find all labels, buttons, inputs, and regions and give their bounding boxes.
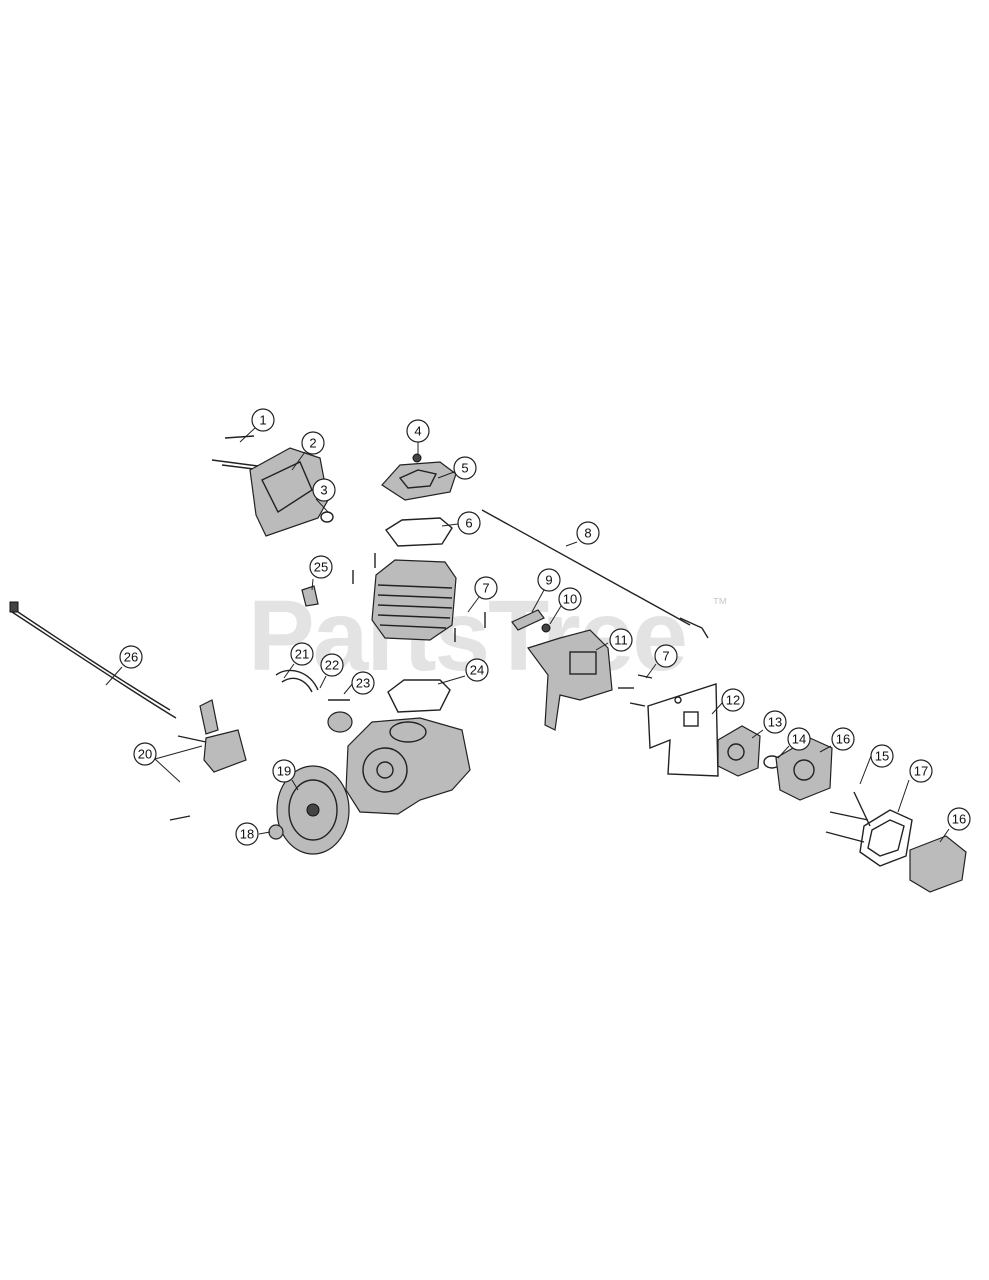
trademark-symbol: ™ <box>712 596 728 613</box>
svg-text:7: 7 <box>662 649 669 664</box>
callout-25: 25 <box>309 555 333 579</box>
callout-20: 20 <box>133 742 157 766</box>
callout-16b: 16 <box>947 807 971 831</box>
svg-text:21: 21 <box>295 647 309 662</box>
svg-text:22: 22 <box>325 658 339 673</box>
svg-text:26: 26 <box>124 650 138 665</box>
svg-text:17: 17 <box>914 764 928 779</box>
callout-12: 12 <box>721 688 745 712</box>
callout-8: 8 <box>576 521 600 545</box>
callout-19: 19 <box>272 759 296 783</box>
callout-9: 9 <box>537 568 561 592</box>
callout-17: 17 <box>909 759 933 783</box>
callout-7b: 7 <box>654 644 678 668</box>
svg-text:4: 4 <box>414 424 421 439</box>
callout-3: 3 <box>312 478 336 502</box>
svg-text:16: 16 <box>836 732 850 747</box>
svg-text:20: 20 <box>138 747 152 762</box>
callout-18: 18 <box>235 822 259 846</box>
svg-text:3: 3 <box>320 483 327 498</box>
svg-text:2: 2 <box>309 436 316 451</box>
svg-text:5: 5 <box>461 461 468 476</box>
callout-16a: 16 <box>831 727 855 751</box>
svg-text:9: 9 <box>545 573 552 588</box>
svg-text:18: 18 <box>240 827 254 842</box>
svg-text:8: 8 <box>584 526 591 541</box>
svg-text:10: 10 <box>563 592 577 607</box>
part-drawings <box>9 435 967 893</box>
svg-text:23: 23 <box>356 676 370 691</box>
callout-22: 22 <box>320 653 344 677</box>
svg-text:7: 7 <box>482 581 489 596</box>
svg-text:16: 16 <box>952 812 966 827</box>
callout-14: 14 <box>787 727 811 751</box>
callout-13: 13 <box>763 710 787 734</box>
callout-24: 24 <box>465 658 489 682</box>
svg-text:13: 13 <box>768 715 782 730</box>
svg-text:25: 25 <box>314 560 328 575</box>
svg-text:24: 24 <box>470 663 484 678</box>
leader-lines <box>105 427 950 843</box>
callout-4: 4 <box>406 419 430 443</box>
callout-21: 21 <box>290 642 314 666</box>
svg-text:19: 19 <box>277 764 291 779</box>
svg-text:14: 14 <box>792 732 806 747</box>
callout-15: 15 <box>870 744 894 768</box>
svg-text:1: 1 <box>259 413 266 428</box>
callout-26: 26 <box>119 645 143 669</box>
callout-10: 10 <box>558 587 582 611</box>
callout-5: 5 <box>453 456 477 480</box>
callout-7a: 7 <box>474 576 498 600</box>
svg-text:12: 12 <box>726 693 740 708</box>
callout-2: 2 <box>301 431 325 455</box>
svg-text:11: 11 <box>614 633 628 648</box>
callout-11: 11 <box>609 628 633 652</box>
callout-bubbles: 1 2 3 4 5 6 7 8 9 10 11 7 12 13 14 16 15… <box>119 408 971 846</box>
svg-text:15: 15 <box>875 749 889 764</box>
callout-6: 6 <box>457 511 481 535</box>
callout-1: 1 <box>251 408 275 432</box>
callout-23: 23 <box>351 671 375 695</box>
svg-text:6: 6 <box>465 516 472 531</box>
